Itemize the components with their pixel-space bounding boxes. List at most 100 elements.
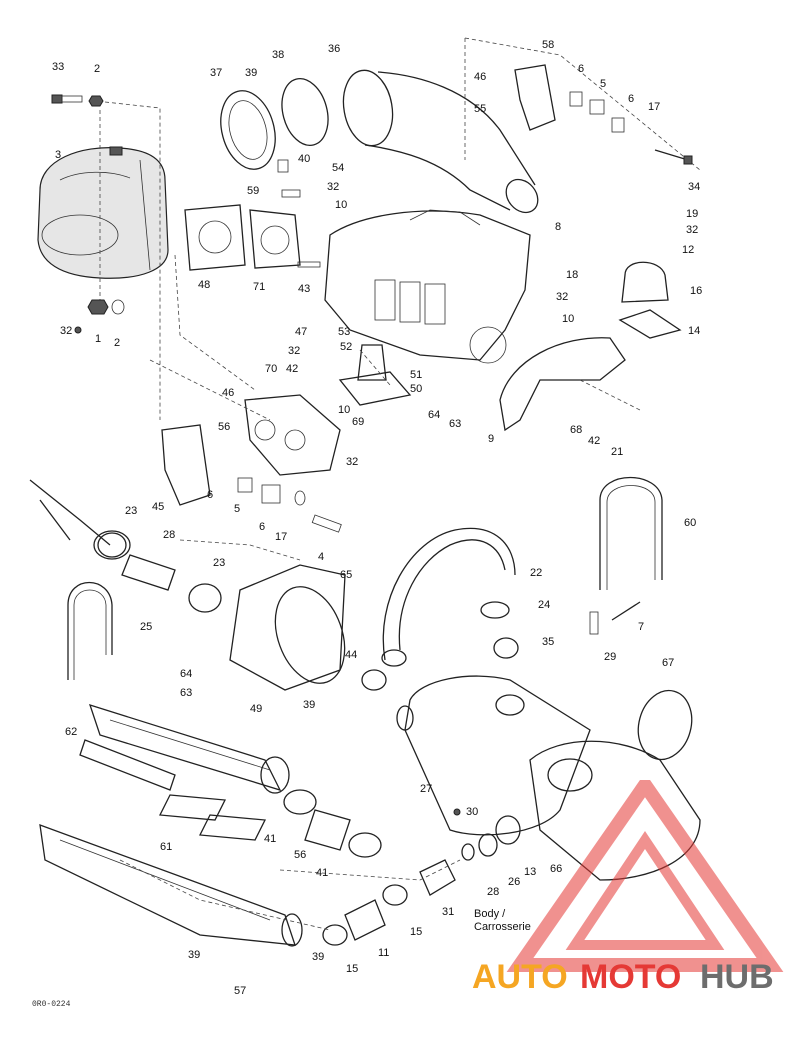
part-label-p70: 70 (265, 363, 277, 375)
figure-code: 0R0-0224 (32, 1000, 71, 1009)
clamp-35 (493, 637, 519, 659)
clamp-41-lower (348, 832, 382, 858)
part-label-p27: 27 (420, 783, 432, 795)
part-label-p6d: 6 (259, 521, 265, 533)
part-label-p15a: 15 (410, 926, 422, 938)
part-label-p14: 14 (688, 325, 700, 337)
bolt-4 (311, 514, 342, 533)
fastener-29 (589, 611, 599, 635)
exhaust-manifold-70 (244, 394, 341, 476)
part-label-p32a: 32 (60, 325, 72, 337)
pin-7 (611, 601, 641, 621)
clamp-24 (480, 601, 510, 619)
part-label-p15b: 15 (346, 963, 358, 975)
part-label-p34: 34 (688, 181, 700, 193)
bolt-34 (654, 149, 693, 165)
part-label-p24: 24 (538, 599, 550, 611)
exhaust-manifold-cover (37, 146, 169, 279)
part-label-p36: 36 (328, 43, 340, 55)
part-label-p30: 30 (466, 806, 478, 818)
tuned-pipe-36 (342, 69, 539, 214)
bolt-59 (281, 189, 301, 198)
automotohub-watermark: AUTO MOTO HUB (472, 780, 784, 996)
clamp-41-upper (283, 789, 317, 815)
part-label-p49: 49 (250, 703, 262, 715)
bracket-58 (514, 64, 556, 131)
bolt-40 (277, 159, 289, 173)
part-label-p6c: 6 (207, 489, 213, 501)
body-note-line1: Body / (474, 908, 506, 920)
stud-43 (297, 261, 321, 268)
lockwasher-32 (74, 326, 82, 334)
part-label-p45: 45 (152, 501, 164, 513)
part-label-p35: 35 (542, 636, 554, 648)
part-label-p71: 71 (253, 281, 265, 293)
part-label-p5b: 5 (234, 503, 240, 515)
triangle-logo-icon (506, 780, 784, 972)
part-label-p44: 44 (345, 649, 357, 661)
part-label-p8: 8 (555, 221, 561, 233)
part-label-p42a: 42 (286, 363, 298, 375)
sleeve-5-lower (237, 477, 306, 506)
part-label-p68: 68 (570, 424, 582, 436)
sleeve-5-upper (569, 91, 625, 133)
part-label-p54: 54 (332, 162, 344, 174)
part-label-p29: 29 (604, 651, 616, 663)
clamp-23-lower (188, 583, 222, 613)
hose-22 (381, 527, 516, 667)
resonator-66 (529, 740, 701, 881)
part-label-p42b: 42 (588, 435, 600, 447)
rubber-mount-52 (357, 344, 387, 381)
part-label-p9: 9 (488, 433, 494, 445)
strap-60 (599, 477, 663, 590)
part-label-p17a: 17 (648, 101, 660, 113)
part-label-p63a: 63 (449, 418, 461, 430)
part-label-p6a: 6 (578, 63, 584, 75)
part-label-p32e: 32 (288, 345, 300, 357)
brand-moto: MOTO (580, 958, 681, 996)
muffler-65 (229, 564, 346, 691)
exhaust-manifold-48 (184, 204, 246, 271)
tuned-pipe-49 (88, 703, 290, 794)
part-label-p67: 67 (662, 657, 674, 669)
part-label-p65: 65 (340, 569, 352, 581)
part-label-p48: 48 (198, 279, 210, 291)
tuned-pipe-57 (39, 824, 303, 947)
part-label-p53: 53 (338, 326, 350, 338)
washer-28 (461, 843, 475, 861)
part-label-p40: 40 (298, 153, 310, 165)
nut-2-top (88, 95, 104, 107)
part-label-p12: 12 (682, 244, 694, 256)
rubber-mount-16 (621, 261, 669, 303)
part-label-p46a: 46 (474, 71, 486, 83)
part-label-p26: 26 (508, 876, 520, 888)
part-label-p2a: 2 (94, 63, 100, 75)
part-label-p13: 13 (524, 866, 536, 878)
gasket-38 (281, 78, 329, 146)
part-label-p23a: 23 (125, 505, 137, 517)
part-label-p32f: 32 (346, 456, 358, 468)
part-label-p18: 18 (566, 269, 578, 281)
part-label-p58: 58 (542, 39, 554, 51)
part-label-p28: 28 (163, 529, 175, 541)
plate-51 (338, 371, 412, 406)
part-label-p19: 19 (686, 208, 698, 220)
body-note-line2: Carrosserie (474, 921, 531, 933)
part-label-p32d: 32 (556, 291, 568, 303)
screw-30 (453, 808, 461, 816)
part-label-p59: 59 (247, 185, 259, 197)
part-label-p32c: 32 (686, 224, 698, 236)
part-label-p56b: 56 (294, 849, 306, 861)
brand-auto: AUTO (472, 958, 568, 996)
part-label-p69: 69 (352, 416, 364, 428)
part-label-p3: 3 (55, 149, 61, 161)
part-label-p43: 43 (298, 283, 310, 295)
part-label-p31: 31 (442, 906, 454, 918)
part-label-p55a: 55 (474, 103, 486, 115)
part-label-p2b: 2 (114, 337, 120, 349)
part-label-p33: 33 (52, 61, 64, 73)
strap-25 (67, 582, 113, 680)
hose-11 (344, 899, 386, 941)
part-label-p47: 47 (295, 326, 307, 338)
